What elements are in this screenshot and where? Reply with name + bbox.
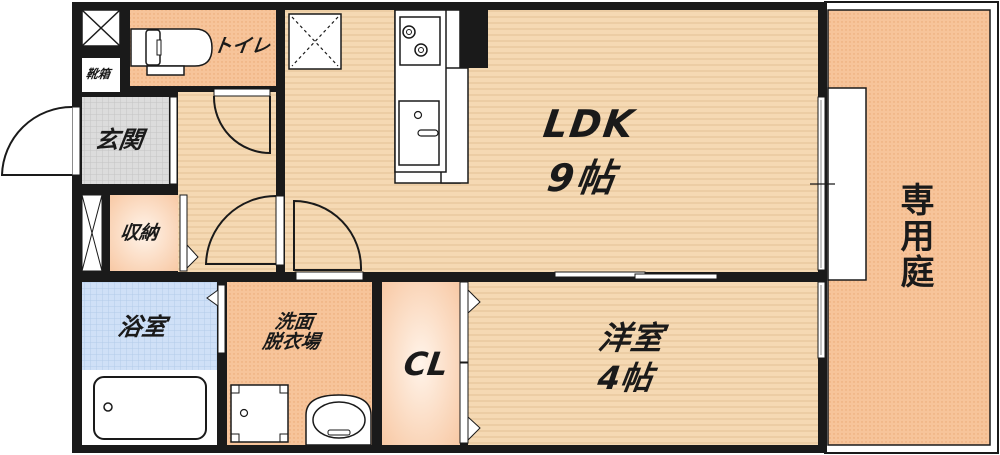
western-room-label: 洋室 4帖 <box>591 319 666 397</box>
burner-icon <box>402 25 416 39</box>
toilet-label: トイレ <box>211 35 272 57</box>
sliding-door[interactable] <box>554 271 718 280</box>
toilet-door[interactable] <box>212 88 271 155</box>
hallway-floor <box>178 92 276 272</box>
western-room-name: 洋室 <box>596 319 666 357</box>
bathtub <box>93 376 207 440</box>
toilet-fixture <box>130 28 213 76</box>
stove <box>399 16 441 66</box>
storage-floor <box>110 195 178 271</box>
western-room-window <box>817 281 826 359</box>
ldk-floor <box>285 10 818 272</box>
shoe-cabinet <box>82 58 120 92</box>
kitchen-counter <box>394 9 488 184</box>
washroom-label: 洗面 脱衣場 <box>261 311 322 353</box>
closet-label: CL <box>401 345 451 383</box>
private-garden-label: 専用庭 <box>894 182 934 290</box>
western-room-size: 4帖 <box>595 359 656 397</box>
washroom-door-frame <box>295 271 364 281</box>
western-room-floor <box>468 282 818 445</box>
entrance-floor <box>82 97 169 184</box>
burner-icon <box>414 43 428 57</box>
bathroom-label: 浴室 <box>116 313 168 341</box>
closet-floor <box>382 282 460 445</box>
storage-label: 収納 <box>118 222 160 244</box>
entrance-label: 玄関 <box>93 126 145 154</box>
ldk-label: LDK 9帖 <box>534 102 639 200</box>
entrance-door[interactable] <box>0 106 81 176</box>
ldk-window <box>810 96 835 271</box>
ldk-size: 9帖 <box>544 156 620 200</box>
bathroom-floor <box>82 282 217 370</box>
ldk-name: LDK <box>540 102 639 146</box>
shoe-cabinet-label: 靴箱 <box>85 67 111 81</box>
washing-machine-pan <box>230 384 289 443</box>
hallway-door[interactable] <box>204 195 285 266</box>
private-garden <box>824 1 999 454</box>
